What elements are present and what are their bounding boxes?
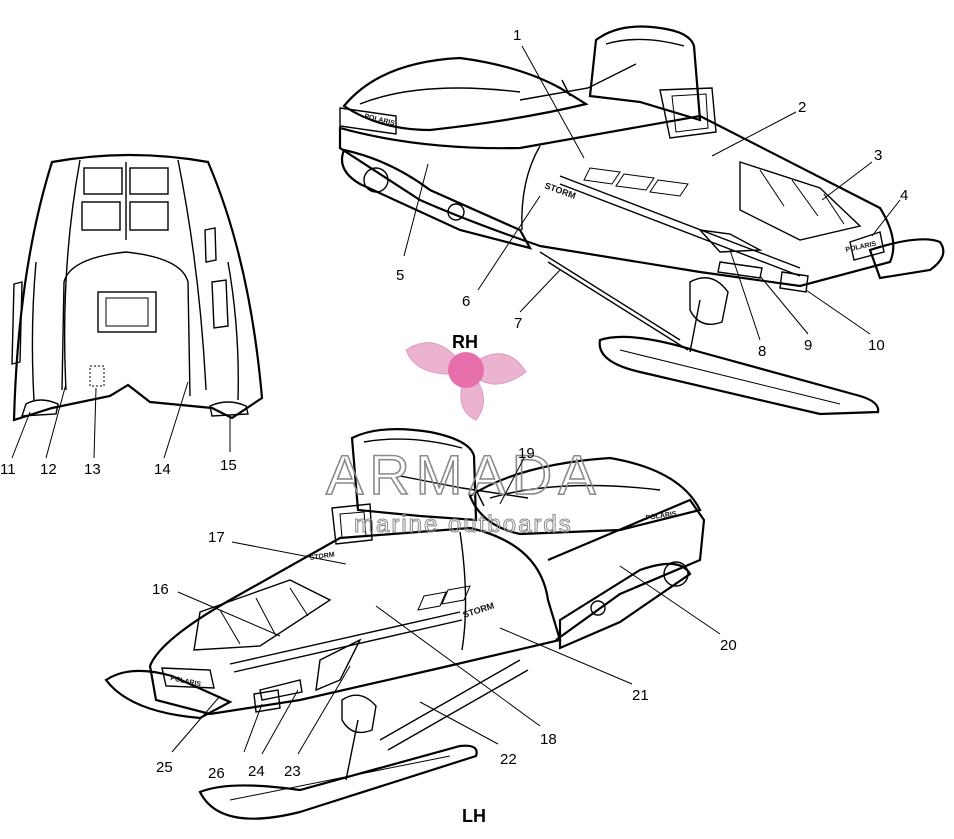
watermark-tagline: marine outboards [354, 511, 573, 538]
callout-20: 20 [720, 637, 737, 654]
callout-5: 5 [396, 267, 404, 284]
lh-snowmobile-illustration [104, 428, 706, 820]
leader-lines [11, 45, 901, 755]
callout-1: 1 [513, 27, 521, 44]
callout-numbers: 1 2 3 4 5 6 7 8 9 10 11 12 13 14 15 16 1… [0, 27, 908, 782]
callout-26: 26 [208, 765, 225, 782]
callout-2: 2 [798, 99, 806, 116]
callout-19: 19 [518, 445, 535, 462]
callout-4: 4 [900, 187, 908, 204]
callout-6: 6 [462, 293, 470, 310]
lh-dash-model-decal: STORM [309, 552, 335, 562]
callout-16: 16 [152, 581, 169, 598]
callout-9: 9 [804, 337, 812, 354]
callout-18: 18 [540, 731, 557, 748]
callout-22: 22 [500, 751, 517, 768]
watermark-logo [405, 342, 527, 421]
callout-7: 7 [514, 315, 522, 332]
view-label-rh: RH [452, 332, 478, 352]
callout-23: 23 [284, 763, 301, 780]
lh-side-model-decal: STORM [462, 600, 496, 620]
callout-11: 11 [0, 461, 16, 478]
callout-17: 17 [208, 529, 225, 546]
callout-15: 15 [220, 457, 237, 474]
callout-12: 12 [40, 461, 57, 478]
view-label-lh: LH [462, 806, 486, 826]
callout-13: 13 [84, 461, 101, 478]
callout-21: 21 [632, 687, 649, 704]
lh-rear-brand-decal: POLARIS [645, 511, 677, 522]
hood-illustration [11, 153, 264, 422]
watermark-name: ARMADA [326, 443, 602, 506]
callout-14: 14 [154, 461, 171, 478]
rh-snowmobile-illustration [338, 25, 945, 416]
callout-8: 8 [758, 343, 766, 360]
callout-25: 25 [156, 759, 173, 776]
callout-3: 3 [874, 147, 882, 164]
callout-10: 10 [868, 337, 885, 354]
callout-24: 24 [248, 763, 265, 780]
